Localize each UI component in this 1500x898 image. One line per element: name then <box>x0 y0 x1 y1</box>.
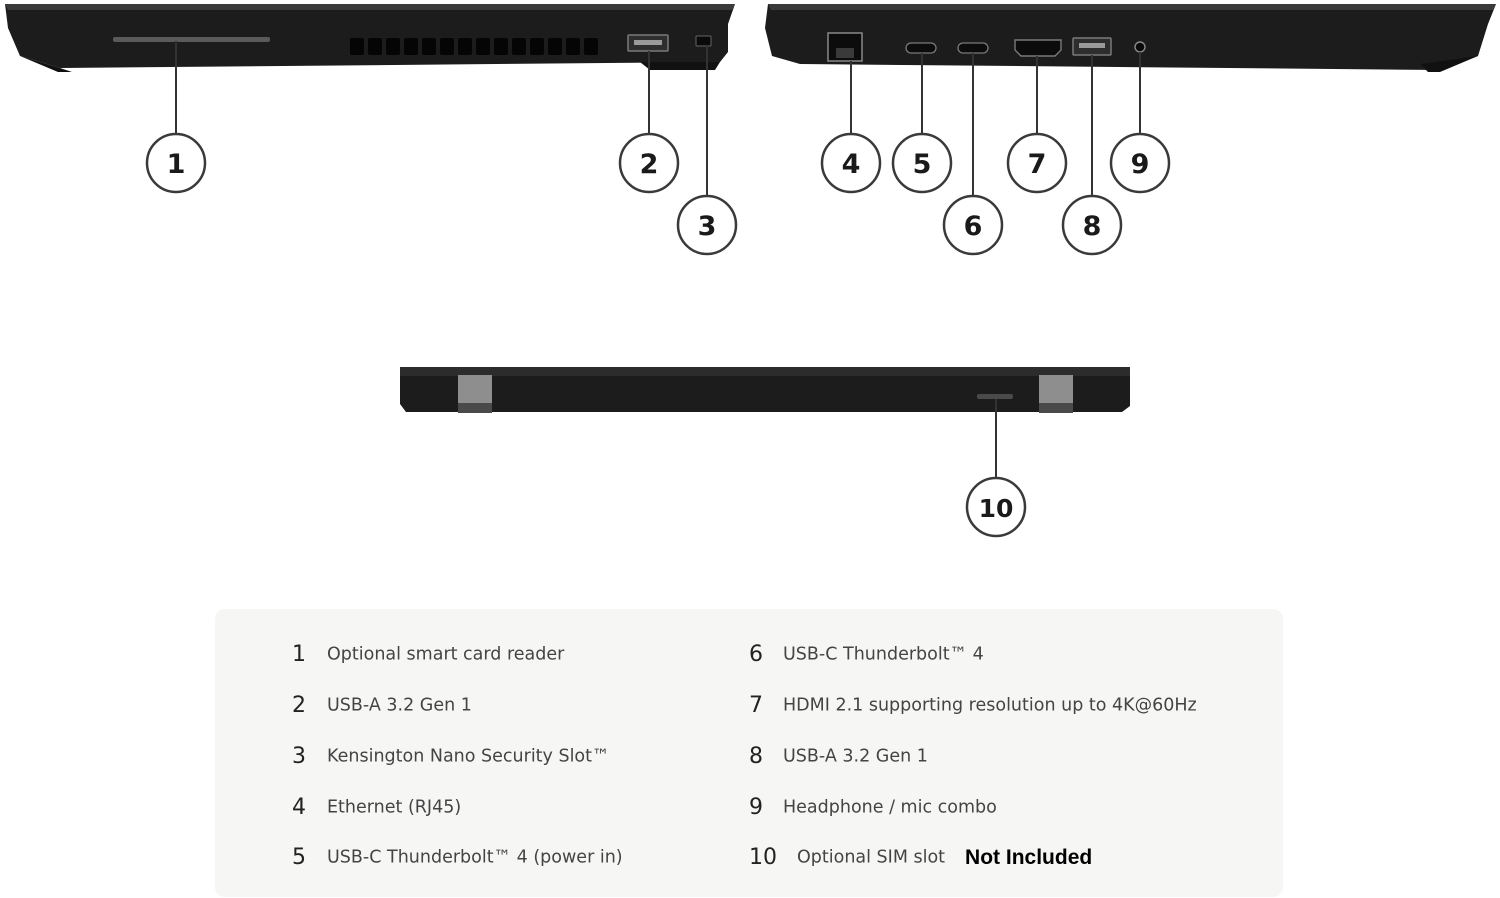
legend-label: USB-A 3.2 Gen 1 <box>327 695 472 716</box>
callout-7: 7 <box>1006 132 1068 194</box>
callout-1: 1 <box>145 132 207 194</box>
usb-c-port-1 <box>905 42 937 54</box>
sim-slot <box>977 394 1013 399</box>
legend-item-5: 5 USB-C Thunderbolt™ 4 (power in) <box>292 840 623 874</box>
smart-card-slot <box>113 37 270 42</box>
laptop-right-side-view <box>765 4 1496 72</box>
legend-label: USB-C Thunderbolt™ 4 (power in) <box>327 847 623 868</box>
callout-2: 2 <box>618 132 680 194</box>
legend-number: 10 <box>749 844 777 870</box>
callout-8: 8 <box>1061 194 1123 256</box>
svg-text:3: 3 <box>698 211 717 242</box>
svg-text:6: 6 <box>964 211 983 242</box>
svg-text:2: 2 <box>640 149 659 180</box>
legend-number: 8 <box>749 743 763 769</box>
callout-10: 10 <box>965 476 1027 538</box>
svg-text:10: 10 <box>979 494 1014 523</box>
legend-item-9: 9 Headphone / mic combo <box>749 790 997 824</box>
not-included-note: Not Included <box>965 845 1093 869</box>
svg-text:4: 4 <box>842 149 861 180</box>
callout-3: 3 <box>676 194 738 256</box>
legend-number: 6 <box>749 641 763 667</box>
legend-number: 9 <box>749 794 763 820</box>
leader-lines <box>175 41 1141 478</box>
legend-item-7: 7 HDMI 2.1 supporting resolution up to 4K… <box>749 688 1197 722</box>
legend-number: 1 <box>292 641 306 667</box>
legend-item-8: 8 USB-A 3.2 Gen 1 <box>749 739 928 773</box>
legend-label: HDMI 2.1 supporting resolution up to 4K@… <box>783 695 1197 716</box>
legend-label: Headphone / mic combo <box>783 797 997 818</box>
svg-text:8: 8 <box>1083 211 1102 242</box>
usb-c-port-2 <box>957 42 989 54</box>
legend-item-10: 10 Optional SIM slot Not Included <box>749 840 1092 874</box>
legend-item-2: 2 USB-A 3.2 Gen 1 <box>292 688 472 722</box>
legend-item-6: 6 USB-C Thunderbolt™ 4 <box>749 637 984 671</box>
hdmi-port <box>1014 39 1062 57</box>
legend-number: 2 <box>292 692 306 718</box>
legend-label: Kensington Nano Security Slot™ <box>327 746 610 767</box>
callout-4: 4 <box>820 132 882 194</box>
legend-item-3: 3 Kensington Nano Security Slot™ <box>292 739 610 773</box>
legend-label: USB-C Thunderbolt™ 4 <box>783 644 984 665</box>
svg-text:5: 5 <box>913 149 932 180</box>
legend-label: Optional smart card reader <box>327 644 565 665</box>
legend-number: 4 <box>292 794 306 820</box>
callout-9: 9 <box>1109 132 1171 194</box>
vent-grille <box>350 38 598 55</box>
legend-label: Ethernet (RJ45) <box>327 797 462 818</box>
kensington-slot <box>695 35 712 47</box>
svg-text:7: 7 <box>1028 149 1047 180</box>
audio-jack <box>1134 41 1146 53</box>
legend-number: 5 <box>292 844 306 870</box>
hinge-right <box>1039 375 1073 403</box>
laptop-ports-diagram: 1 2 3 4 5 6 7 8 9 10 <box>5 4 1496 538</box>
legend-number: 7 <box>749 692 763 718</box>
legend-label: USB-A 3.2 Gen 1 <box>783 746 928 767</box>
legend-label: Optional SIM slot <box>797 847 946 868</box>
hinge-left <box>458 375 492 403</box>
laptop-left-side-view <box>5 4 735 72</box>
legend-item-4: 4 Ethernet (RJ45) <box>292 790 461 824</box>
legend-number: 3 <box>292 743 306 769</box>
legend-item-1: 1 Optional smart card reader <box>292 637 564 671</box>
laptop-rear-view <box>400 367 1130 413</box>
callout-6: 6 <box>942 194 1004 256</box>
callout-5: 5 <box>891 132 953 194</box>
svg-text:9: 9 <box>1131 149 1150 180</box>
svg-text:1: 1 <box>167 149 186 180</box>
